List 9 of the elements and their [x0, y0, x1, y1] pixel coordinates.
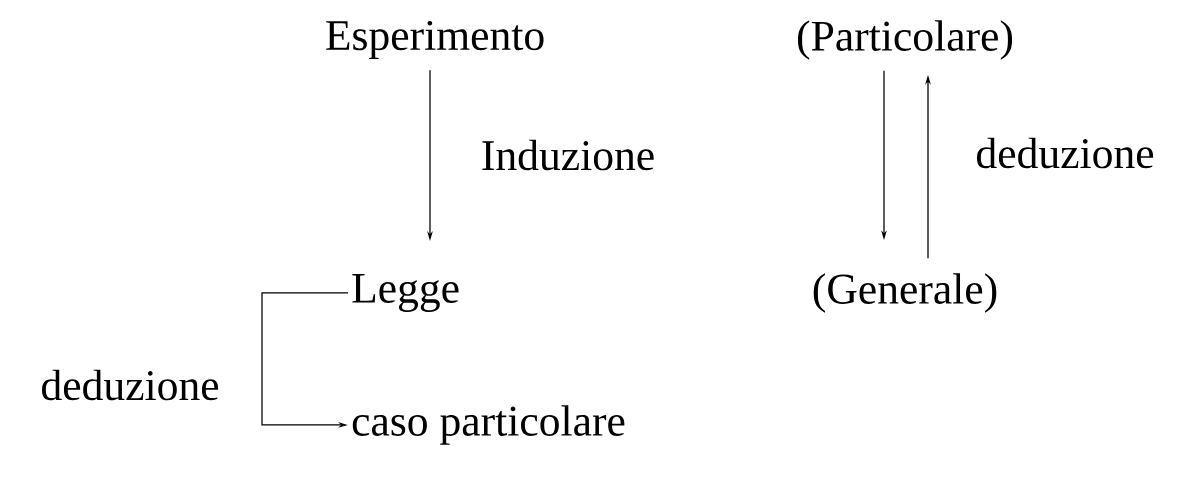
text-label: Esperimento [326, 20, 544, 60]
text-label: (Particolare) [798, 20, 1013, 60]
text-label: Legge [352, 274, 459, 312]
arrow [261, 292, 349, 428]
edge-label: Induzione [478, 136, 658, 174]
edge-label: deduzione [37, 366, 223, 404]
text-label: caso particolare [352, 405, 625, 445]
edge-label: deduzione [972, 134, 1158, 172]
text-label: (Generale) [813, 273, 997, 313]
